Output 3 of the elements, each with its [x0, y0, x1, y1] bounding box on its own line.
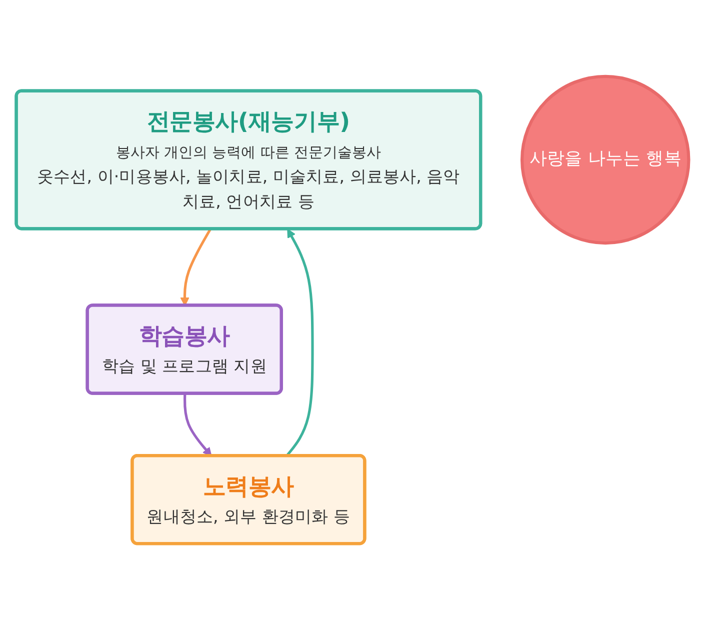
node-circle: 사랑을 나누는 행복: [520, 74, 690, 245]
arrow: [286, 228, 314, 457]
arrow: [183, 394, 212, 456]
